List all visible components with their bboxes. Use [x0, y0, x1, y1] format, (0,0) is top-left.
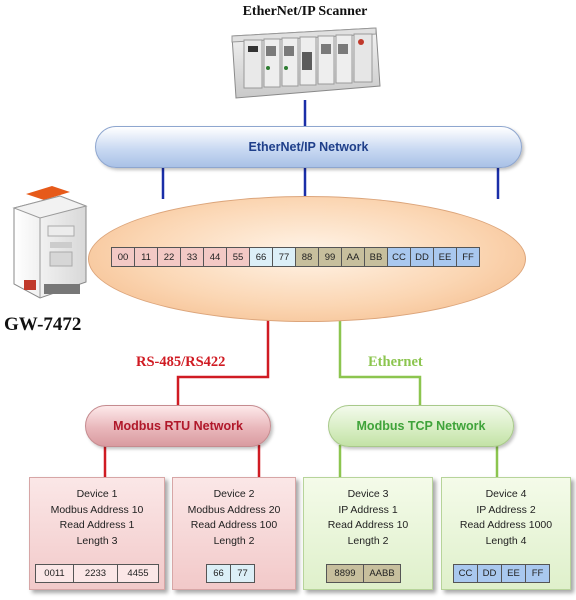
- device-2-box: Device 2 Modbus Address 20 Read Address …: [172, 477, 296, 590]
- device-registers: 8899 AABB: [326, 564, 401, 583]
- device-registers: 0011 2233 4455: [35, 564, 159, 583]
- device-name: Device 3: [347, 488, 389, 500]
- device-address: Modbus Address 10: [50, 503, 144, 516]
- device-address: Modbus Address 20: [187, 503, 281, 516]
- register-cell: 2233: [73, 564, 118, 583]
- mapping-byte: 22: [157, 247, 181, 267]
- mapping-byte: 00: [111, 247, 135, 267]
- device-name: Device 4: [485, 488, 527, 500]
- mapping-byte: BB: [364, 247, 388, 267]
- register-cell: 77: [230, 564, 255, 583]
- gateway-name: GW-7472: [4, 314, 82, 335]
- mapping-byte: 44: [203, 247, 227, 267]
- mapping-byte: 88: [295, 247, 319, 267]
- mapping-byte: CC: [387, 247, 411, 267]
- device-length: Length 3: [76, 534, 118, 547]
- device-registers: CC DD EE FF: [453, 564, 550, 583]
- device-name: Device 2: [213, 488, 255, 500]
- register-cell: 4455: [117, 564, 159, 583]
- register-cell: FF: [525, 564, 550, 583]
- modbus-rtu-network: Modbus RTU Network: [85, 405, 271, 447]
- modbus-tcp-network-label: Modbus TCP Network: [356, 419, 486, 433]
- mapping-byte: 99: [318, 247, 342, 267]
- device-1-box: Device 1 Modbus Address 10 Read Address …: [29, 477, 165, 590]
- register-cell: AABB: [363, 564, 401, 583]
- register-cell: 66: [206, 564, 231, 583]
- register-cell: CC: [453, 564, 478, 583]
- device-3-box: Device 3 IP Address 1 Read Address 10 Le…: [303, 477, 433, 590]
- mapping-byte: 55: [226, 247, 250, 267]
- device-registers: 66 77: [206, 564, 255, 583]
- device-read-address: Read Address 100: [190, 519, 278, 531]
- register-cell: 8899: [326, 564, 364, 583]
- device-length: Length 4: [485, 534, 527, 547]
- device-4-box: Device 4 IP Address 2 Read Address 1000 …: [441, 477, 571, 590]
- plc-scanner-icon: [226, 22, 384, 102]
- device-read-address: Read Address 10: [327, 519, 409, 531]
- device-address: IP Address 2: [476, 503, 536, 516]
- mapping-byte: FF: [456, 247, 480, 267]
- ethernet-ip-network: EtherNet/IP Network: [95, 126, 522, 168]
- device-name: Device 1: [76, 488, 118, 500]
- rs485-label: RS-485/RS422: [136, 354, 226, 370]
- register-cell: DD: [477, 564, 502, 583]
- gateway-device-icon: [4, 186, 92, 304]
- device-read-address: Read Address 1: [59, 519, 135, 531]
- mapping-byte: 66: [249, 247, 273, 267]
- scanner-title: EtherNet/IP Scanner: [242, 4, 368, 19]
- mapping-byte: 77: [272, 247, 296, 267]
- mapping-byte: 11: [134, 247, 158, 267]
- device-length: Length 2: [213, 534, 255, 547]
- io-mapping-table: 00 11 22 33 44 55 66 77 88 99 AA BB CC D…: [111, 247, 480, 267]
- ethernet-ip-network-label: EtherNet/IP Network: [248, 140, 369, 154]
- modbus-tcp-network: Modbus TCP Network: [328, 405, 514, 447]
- ethernet-label: Ethernet: [368, 354, 423, 370]
- mapping-byte: DD: [410, 247, 434, 267]
- register-cell: EE: [501, 564, 526, 583]
- register-cell: 0011: [35, 564, 74, 583]
- device-length: Length 2: [347, 534, 389, 547]
- mapping-byte: AA: [341, 247, 365, 267]
- modbus-rtu-network-label: Modbus RTU Network: [113, 419, 243, 433]
- mapping-byte: EE: [433, 247, 457, 267]
- device-address: IP Address 1: [338, 503, 398, 516]
- mapping-byte: 33: [180, 247, 204, 267]
- device-read-address: Read Address 1000: [459, 519, 553, 531]
